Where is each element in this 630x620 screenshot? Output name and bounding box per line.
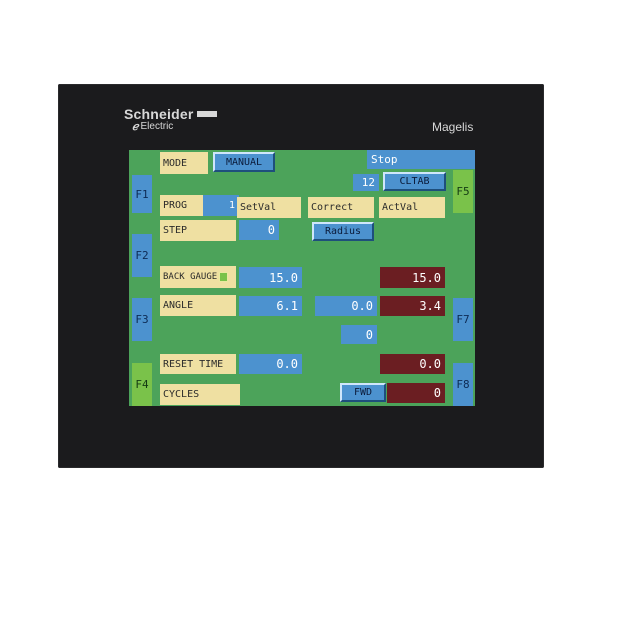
f1-key[interactable]: F1 xyxy=(132,175,152,213)
angle-correct-field[interactable]: 0.0 xyxy=(315,296,377,316)
angle-actval: 3.4 xyxy=(380,296,445,316)
prog-label: PROG xyxy=(160,195,206,216)
model-name: Magelis xyxy=(432,120,474,134)
step-label: STEP xyxy=(160,220,236,241)
cycles-label: CYCLES xyxy=(160,384,240,405)
correct-header: Correct xyxy=(308,197,374,218)
f4-key[interactable]: F4 xyxy=(132,363,152,406)
back-gauge-setval-field[interactable]: 15.0 xyxy=(239,267,302,288)
extra-value-field[interactable]: 0 xyxy=(341,325,377,344)
back-gauge-label-text: BACK GAUGE xyxy=(163,272,218,282)
angle-label: ANGLE xyxy=(160,295,236,316)
f8-key[interactable]: F8 xyxy=(453,363,473,406)
cycles-actval: 0 xyxy=(387,383,445,403)
radius-button[interactable]: Radius xyxy=(312,222,374,241)
mode-label: MODE xyxy=(160,152,208,174)
f3-key[interactable]: F3 xyxy=(132,298,152,341)
step-value-field[interactable]: 0 xyxy=(239,220,279,240)
prog-value-field[interactable]: 1 xyxy=(203,195,239,216)
brand-bar-mark xyxy=(196,111,217,117)
brand-name: Schneider xyxy=(124,106,194,122)
reset-time-actval: 0.0 xyxy=(380,354,445,374)
reset-time-setval-field[interactable]: 0.0 xyxy=(239,354,302,374)
actval-header: ActVal xyxy=(379,197,445,218)
back-gauge-actval: 15.0 xyxy=(380,267,445,288)
f5-key[interactable]: F5 xyxy=(453,170,473,213)
back-gauge-label: BACK GAUGE xyxy=(160,266,236,288)
electric-logo-icon: ℯ xyxy=(132,121,139,133)
setval-header: SetVal xyxy=(237,197,301,218)
brand-subtitle: Electric xyxy=(140,121,174,132)
mode-button[interactable]: MANUAL xyxy=(213,152,275,172)
f7-key[interactable]: F7 xyxy=(453,298,473,341)
f2-key[interactable]: F2 xyxy=(132,234,152,277)
hmi-screen: F1 F2 F3 F4 F5 F7 F8 MODE MANUAL Stop 12… xyxy=(129,150,475,406)
angle-setval-field[interactable]: 6.1 xyxy=(239,296,302,316)
fwd-button[interactable]: FWD xyxy=(340,383,386,402)
indicator-icon xyxy=(219,272,229,282)
cltab-button[interactable]: CLTAB xyxy=(383,172,446,191)
reset-time-label: RESET TIME xyxy=(160,354,236,374)
status-display: Stop xyxy=(367,150,475,169)
table-number: 12 xyxy=(353,174,379,191)
